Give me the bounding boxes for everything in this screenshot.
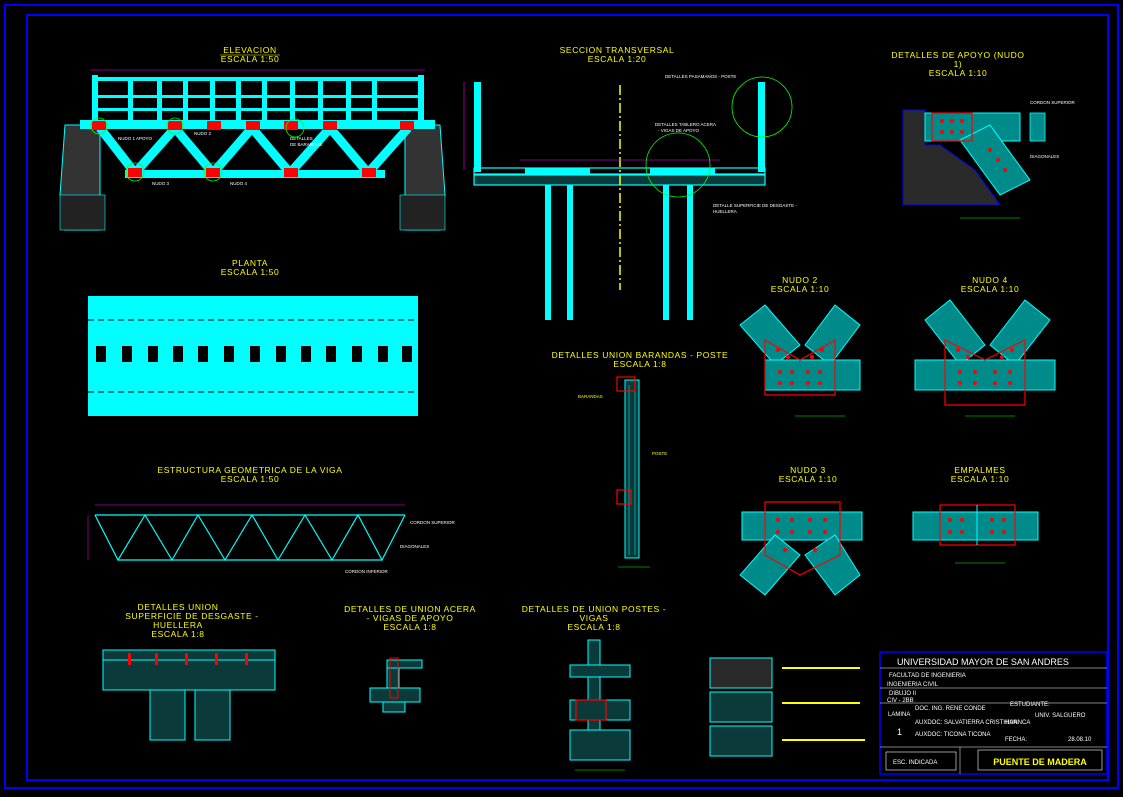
sidewalk-beam-detail: DETALLES DE UNION ACERA - VIGAS DE APOYO… [344, 604, 476, 713]
tb-aux1: AUXDOC: SALVATIERRA CRISTHIAN [915, 720, 1018, 726]
node2-detail: NUDO 2 ESCALA 1:10 [739, 275, 861, 417]
sidewalk-title2: - VIGAS DE APOYO [366, 613, 453, 623]
bottom-chord [125, 170, 385, 178]
post-beam-title: DETALLES DE UNION POSTES - [522, 604, 666, 614]
support-title: DETALLES DE APOYO (NUDO [891, 50, 1024, 60]
cross-section-view: SECCION TRANSVERSAL ESCALA 1:20 DETALLES… [463, 45, 797, 320]
tb-teacher: DOC. ING. RENE CONDE [915, 706, 986, 712]
tb-aux2: AUXDOC: TICONA TICONA [915, 732, 990, 738]
tb-code: CIV - 2BB [887, 698, 914, 704]
label-tablero2: - VIGAS DE APOYO [658, 128, 700, 133]
elevation-view: ELEVACION ESCALA 1:50 [59, 45, 446, 231]
material-legend [709, 657, 865, 757]
railing-title: DETALLES UNION BARANDAS - POSTE [552, 350, 729, 360]
post [624, 379, 640, 559]
label-nudo3-elev: NUDO 3 [152, 181, 169, 186]
railing-label: BARANDAS [578, 394, 603, 399]
truss-lines [94, 513, 406, 562]
tb-university: UNIVERSIDAD MAYOR DE SAN ANDRES [897, 657, 1069, 667]
geom-label-inf: CORDON INFERIOR [345, 569, 389, 574]
geometry-title: ESTRUCTURA GEOMETRICA DE LA VIGA [158, 465, 343, 475]
section-scale: ESCALA 1:20 [588, 54, 647, 64]
node4-title: NUDO 4 [972, 275, 1008, 285]
tb-student-label: ESTUDIANTE: [1010, 702, 1050, 708]
node3-scale: ESCALA 1:10 [779, 474, 838, 484]
splices-scale: ESCALA 1:10 [951, 474, 1010, 484]
railing-post-detail: DETALLES UNION BARANDAS - POSTE ESCALA 1… [552, 350, 729, 568]
geom-label-cordon: CORDON SUPERIOR [410, 520, 456, 525]
railing-scale: ESCALA 1:8 [613, 359, 666, 369]
post-beam-title2: VIGAS [580, 613, 609, 623]
node4-scale: ESCALA 1:10 [961, 284, 1020, 294]
plan-openings [96, 346, 412, 362]
label-detalles2: DE BARANDAS [290, 142, 322, 147]
outer-frame [4, 4, 1119, 789]
tb-title: PUENTE DE MADERA [993, 757, 1087, 767]
label-tablero: DETALLES TABLERO ACERA [655, 122, 716, 127]
elevation-scale: ESCALA 1:50 [221, 54, 280, 64]
plan-scale: ESCALA 1:50 [221, 267, 280, 277]
splices-title: EMPALMES [954, 465, 1005, 475]
support-title2: 1) [954, 59, 963, 69]
plan-title: PLANTA [232, 258, 268, 268]
elevation-title: ELEVACION [223, 45, 276, 55]
tb-student2: HUANCA [1005, 720, 1030, 726]
tb-lamina-label: LAMINA [888, 712, 910, 718]
node3-detail: NUDO 3 ESCALA 1:10 [739, 465, 863, 596]
support-label-cordon: CORDON SUPERIOR [1030, 100, 1076, 105]
label-nudo4-elev: NUDO 4 [230, 181, 247, 186]
post-beam-scale: ESCALA 1:8 [567, 622, 620, 632]
support-label-diag: DIAGONALES [1030, 154, 1059, 159]
sidewalk-title: DETALLES DE UNION ACERA [344, 604, 476, 614]
label-pasamanos: DETALLES PASAMANOS - POSTE [665, 74, 736, 79]
truss-geometry-view: ESTRUCTURA GEOMETRICA DE LA VIGA ESCALA … [87, 465, 456, 574]
tb-date-label: FECHA: [1005, 737, 1027, 743]
post-label: POSTE [652, 451, 667, 456]
tb-career: INGENIERIA CIVIL [887, 682, 939, 688]
tb-student: UNIV. SALGUERO [1035, 713, 1086, 719]
wear-surface-detail: DETALLES UNION SUPERFICIE DE DESGASTE - … [102, 602, 276, 741]
section-title: SECCION TRANSVERSAL [560, 45, 675, 55]
tb-subject: DIBUJO II [889, 691, 916, 697]
label-nudo1: NUDO 1 APOYO [118, 136, 153, 141]
truss-diagonals [96, 125, 412, 176]
wear-scale: ESCALA 1:8 [151, 629, 204, 639]
title-block: UNIVERSIDAD MAYOR DE SAN ANDRES FACULTAD… [879, 651, 1108, 775]
tb-date: 28.08.10 [1068, 737, 1092, 743]
wear-title2: SUPERFICIE DE DESGASTE - [125, 611, 258, 621]
splices-detail: EMPALMES ESCALA 1:10 [912, 465, 1039, 564]
inner-frame [26, 14, 1109, 781]
tb-lamina-num: 1 [897, 727, 902, 737]
geom-label-diag: DIAGONALES [400, 544, 429, 549]
support-detail-view: DETALLES DE APOYO (NUDO 1) ESCALA 1:10 C… [891, 50, 1076, 219]
label-nudo2-elev: NUDO 2 [194, 131, 211, 136]
post-beam-detail: DETALLES DE UNION POSTES - VIGAS ESCALA … [522, 604, 666, 771]
tb-scale: ESC. INDICADA [893, 760, 937, 766]
sidewalk-scale: ESCALA 1:8 [383, 622, 436, 632]
node2-scale: ESCALA 1:10 [771, 284, 830, 294]
node2-title: NUDO 2 [782, 275, 818, 285]
label-desgaste2: HUELLERA [713, 209, 737, 214]
node3-title: NUDO 3 [790, 465, 826, 475]
label-detalles: DETALLES [290, 136, 313, 141]
support-scale: ESCALA 1:10 [929, 68, 988, 78]
wear-title3: HUELLERA [153, 620, 203, 630]
wear-title: DETALLES UNION [138, 602, 219, 612]
label-desgaste: DETALLE SUPERFICIE DE DESGASTE - [713, 203, 797, 208]
tb-faculty: FACULTAD DE INGENIERIA [889, 673, 966, 679]
geometry-scale: ESCALA 1:50 [221, 474, 280, 484]
node4-detail: NUDO 4 ESCALA 1:10 [914, 275, 1056, 417]
plan-view: PLANTA ESCALA 1:50 [88, 258, 418, 416]
